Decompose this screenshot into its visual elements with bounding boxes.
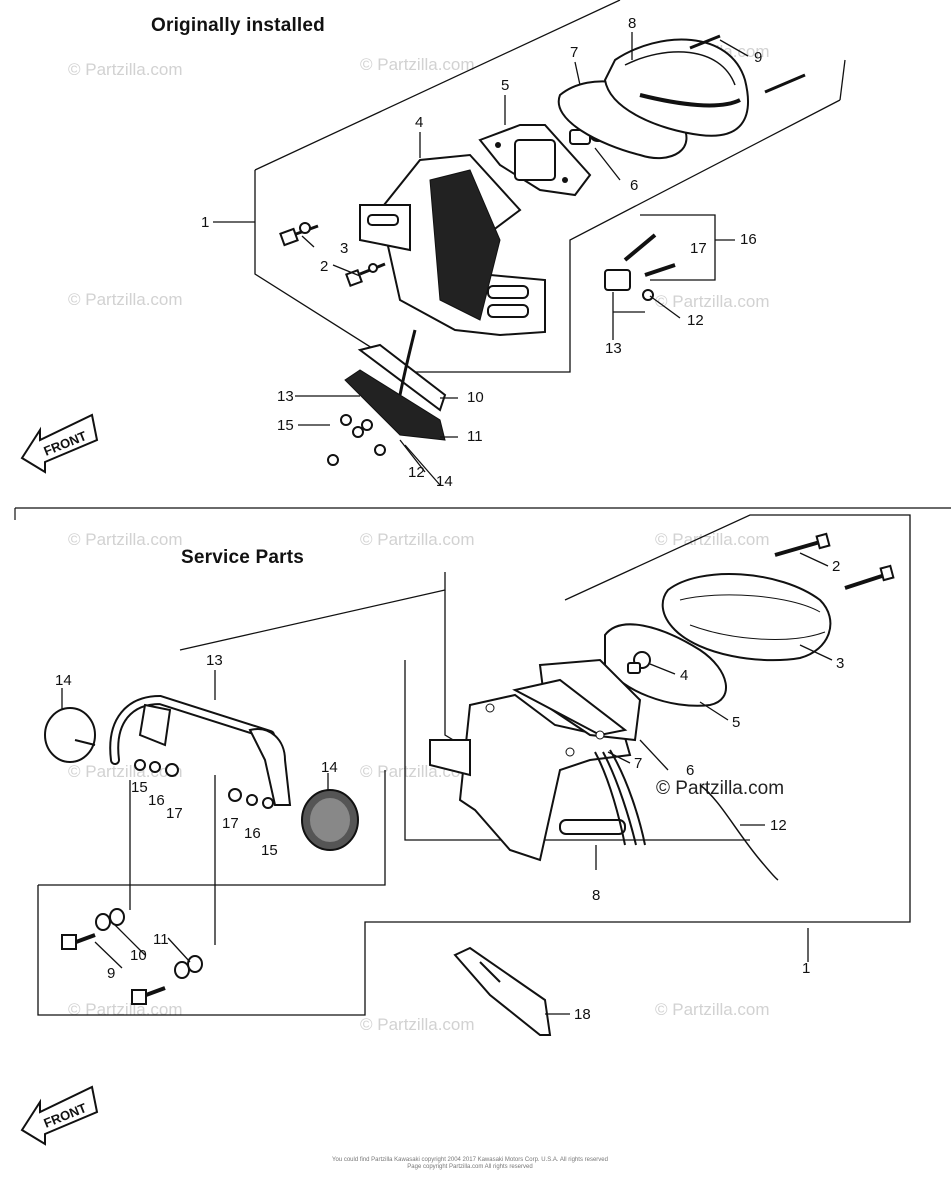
callout-2: 2 (832, 558, 840, 575)
front-arrow-top: FRONT (20, 413, 99, 474)
callout-5: 5 (501, 77, 509, 94)
callout-16: 16 (148, 792, 165, 809)
callout-13: 13 (206, 652, 223, 669)
top-callouts: 1 2 3 4 5 6 7 8 9 10 11 12 12 13 13 14 1… (201, 15, 762, 490)
service-bolt-set (61, 908, 203, 1005)
callout-11: 11 (467, 428, 483, 445)
callout-12b: 12 (408, 464, 425, 481)
callout-12: 12 (687, 312, 704, 329)
gasket-plate (478, 124, 592, 197)
callout-11: 11 (153, 931, 169, 948)
bottom-leader-lines (61, 552, 833, 1015)
callout-14: 14 (436, 473, 453, 490)
front-arrow-bottom: FRONT (20, 1085, 99, 1146)
reflector-assembly (344, 329, 447, 441)
bottom-callouts: 1 2 3 4 5 6 7 8 9 10 11 12 13 14 14 15 1… (55, 558, 844, 1023)
callout-1: 1 (201, 214, 209, 231)
callout-14b: 14 (321, 759, 338, 776)
service-bulb-gasket (604, 623, 727, 707)
service-plate-bracket (453, 946, 552, 1036)
callout-8: 8 (592, 887, 600, 904)
service-wires (594, 749, 779, 881)
callout-13: 13 (605, 340, 622, 357)
callout-6: 6 (686, 762, 694, 779)
callout-9: 9 (107, 965, 115, 982)
watermark: © Partzilla.com (68, 290, 183, 309)
service-rack (109, 694, 292, 806)
top-assembly-outline (254, 0, 846, 373)
service-lens (661, 572, 832, 662)
watermark: © Partzilla.com (68, 1000, 183, 1019)
mounting-bolts (279, 222, 386, 287)
section-title-originally-installed: Originally installed (151, 15, 325, 36)
lens-screws (689, 34, 806, 94)
callout-15: 15 (277, 417, 294, 434)
callout-13b: 13 (277, 388, 294, 405)
service-housing (429, 658, 642, 862)
top-leader-lines (213, 32, 749, 486)
tail-light-bracket (359, 153, 546, 337)
callout-4: 4 (415, 114, 423, 131)
callout-16b: 16 (244, 825, 261, 842)
callout-1: 1 (802, 960, 810, 977)
watermark: © Partzilla.com (68, 60, 183, 79)
small-nuts (327, 414, 386, 466)
mount-kit (604, 214, 735, 301)
callout-5: 5 (732, 714, 740, 731)
watermark: © Partzilla.com (655, 292, 770, 311)
callout-15b: 15 (261, 842, 278, 859)
callout-18: 18 (574, 1006, 591, 1023)
callout-10: 10 (130, 947, 147, 964)
service-washers-nuts (134, 759, 274, 809)
callout-3: 3 (836, 655, 844, 672)
callout-7: 7 (634, 755, 642, 772)
watermark: © Partzilla.com (68, 530, 183, 549)
copyright-line-2: Page copyright Partzilla.com All rights … (407, 1164, 533, 1170)
callout-3: 3 (340, 240, 348, 257)
callout-17: 17 (690, 240, 707, 257)
section-title-service-parts: Service Parts (181, 547, 305, 568)
callout-8: 8 (628, 15, 636, 32)
section-divider (14, 507, 951, 520)
tail-lens (603, 38, 749, 137)
watermark: © Partzilla.com (360, 1015, 475, 1034)
watermark: © Partzilla.com (360, 55, 475, 74)
callout-12: 12 (770, 817, 787, 834)
callout-2: 2 (320, 258, 328, 275)
callout-14: 14 (55, 672, 72, 689)
callout-17b: 17 (222, 815, 239, 832)
callout-16: 16 (740, 231, 757, 248)
callout-15: 15 (131, 779, 148, 796)
service-bolts (774, 532, 895, 590)
callout-7: 7 (570, 44, 578, 61)
copyright-line-1: You could find Partzilla Kawasaki copyri… (332, 1157, 608, 1163)
service-reflectors (44, 707, 359, 851)
callout-9: 9 (754, 49, 762, 66)
watermark: © Partzilla.com (655, 530, 770, 549)
callout-10: 10 (467, 389, 484, 406)
watermark-strong: © Partzilla.com (656, 778, 785, 799)
watermark: © Partzilla.com (655, 1000, 770, 1019)
watermark: © Partzilla.com (360, 530, 475, 549)
callout-6: 6 (630, 177, 638, 194)
callout-17: 17 (166, 805, 183, 822)
callout-4: 4 (680, 667, 688, 684)
copyright-notice: You could find Partzilla Kawasaki copyri… (280, 1157, 660, 1171)
